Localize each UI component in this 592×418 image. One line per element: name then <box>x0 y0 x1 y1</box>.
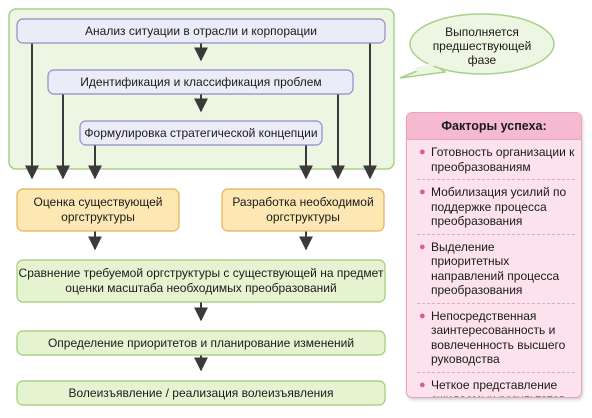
node-identification-label: Идентификация и классификация проблем <box>80 75 321 89</box>
node-assessment-line-2: оргструктуры <box>61 210 135 224</box>
node-assessment: Оценка существующей оргструктуры <box>16 188 180 232</box>
success-factor-item: ● Выделение приоритетных направлений проц… <box>417 240 575 304</box>
node-priorities-label: Определение приоритетов и планирование и… <box>48 336 354 350</box>
node-formulation: Формулировка стратегической концепции <box>79 120 323 146</box>
node-assessment-line-1: Оценка существующей <box>33 195 162 209</box>
node-comparison: Сравнение требуемой оргструктуры с сущес… <box>16 259 386 303</box>
success-factor-text: Мобилизация усилий по поддержке процесса… <box>431 185 567 228</box>
node-analysis: Анализ ситуации в отрасли и корпорации <box>16 18 386 44</box>
success-factor-text: Четкое представление ожидаемых результат… <box>431 377 566 398</box>
success-factor-text: Непосредственная заинтересованность и во… <box>431 308 566 367</box>
node-development-line-2: оргструктуры <box>266 210 340 224</box>
callout-line-1: Выполняется <box>445 25 519 39</box>
success-factors-title: Факторы успеха: <box>407 113 581 140</box>
bullet-icon: ● <box>419 240 426 253</box>
success-factor-text: Готовность организации к преобразованиям <box>431 145 575 174</box>
callout-bubble: Выполняется предшествующей фазе <box>399 13 555 79</box>
node-realization: Волеизъявление / реализация волеизъявлен… <box>16 380 386 406</box>
node-comparison-line-2: оценки масштаба необходимых преобразован… <box>65 281 336 295</box>
bullet-icon: ● <box>419 309 426 322</box>
node-comparison-line-1: Сравнение требуемой оргструктуры с сущес… <box>19 266 384 280</box>
success-factor-item: ● Готовность организации к преобразования… <box>417 145 575 180</box>
success-factor-item: ● Непосредственная заинтересованность и в… <box>417 309 575 373</box>
success-factor-text: Выделение приоритетных направлений проце… <box>431 239 560 298</box>
success-factor-item: ● Мобилизация усилий по поддержке процесс… <box>417 185 575 235</box>
bullet-icon: ● <box>419 186 426 198</box>
bullet-icon: ● <box>419 146 426 158</box>
node-realization-label: Волеизъявление / реализация волеизъявлен… <box>69 386 334 400</box>
node-analysis-label: Анализ ситуации в отрасли и корпорации <box>85 24 317 38</box>
node-priorities: Определение приоритетов и планирование и… <box>16 330 386 356</box>
callout-line-3: фазе <box>468 53 497 67</box>
node-identification: Идентификация и классификация проблем <box>47 69 354 95</box>
node-development: Разработка необходимой оргструктуры <box>221 188 385 232</box>
callout-line-2: предшествующей <box>433 39 532 53</box>
success-factor-item: ● Четкое представление ожидаемых результа… <box>417 377 575 398</box>
node-formulation-label: Формулировка стратегической концепции <box>84 126 317 140</box>
bullet-icon: ● <box>419 378 426 391</box>
success-factors-panel: Факторы успеха: ● Готовность организации … <box>406 112 582 398</box>
success-factors-list: ● Готовность организации к преобразования… <box>407 140 581 398</box>
node-development-line-1: Разработка необходимой <box>232 195 373 209</box>
